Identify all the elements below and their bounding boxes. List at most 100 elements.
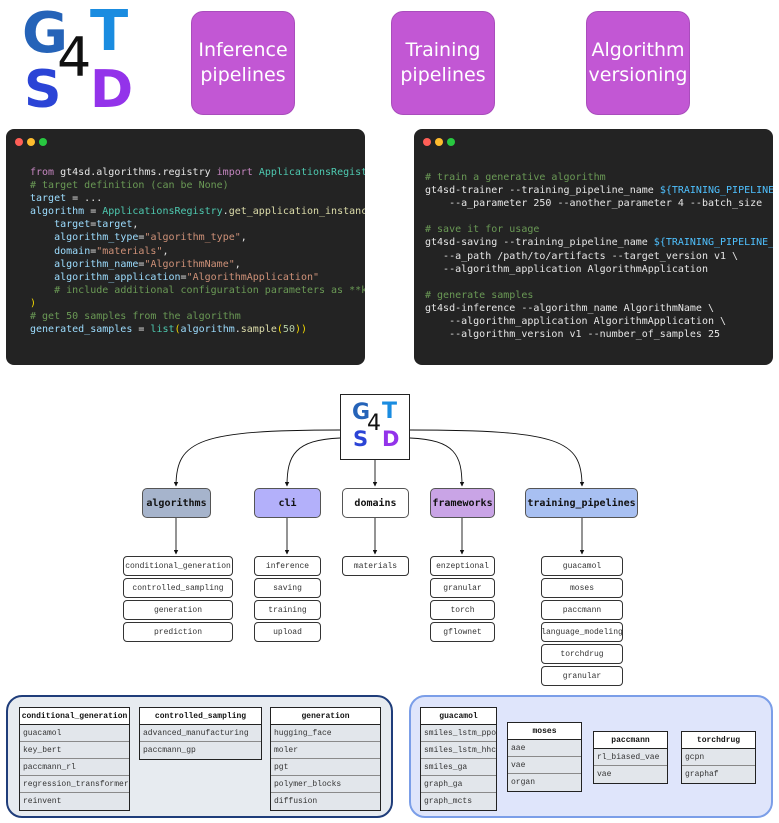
code-token: sample <box>240 324 277 336</box>
leaf-prediction: prediction <box>123 622 233 642</box>
logo-digit-four: 4 <box>57 26 92 89</box>
code-token: = <box>132 324 151 336</box>
code-token: list <box>150 324 175 336</box>
code-token: # get 50 samples from the algorithm <box>30 311 241 323</box>
table-row: graphaf <box>685 770 719 779</box>
code-token: ${TRAINING_PIPELINE_NAME} <box>653 237 773 249</box>
code-token: ) <box>30 297 37 309</box>
leaf-paccmann: paccmann <box>541 600 623 620</box>
table-row: hugging_face <box>271 725 380 742</box>
code-token: # train a generative algorithm <box>425 172 606 183</box>
code-token: 50 <box>282 324 295 336</box>
leaf-inference: inference <box>254 556 321 576</box>
code-token: , <box>162 245 169 257</box>
code-token: "algorithm_type" <box>144 232 241 244</box>
code-token: = <box>138 258 145 270</box>
code-token: # include additional configuration param… <box>54 284 365 296</box>
table-row: moler <box>271 742 380 759</box>
code-token: = <box>90 219 97 231</box>
leaf-conditional-generation: conditional_generation <box>123 556 233 576</box>
close-dot-icon <box>423 138 431 146</box>
leaf-controlled-sampling: controlled_sampling <box>123 578 233 598</box>
code-token: --algorithm_application AlgorithmApplica… <box>425 316 727 328</box>
table-row: rl_biased_vae <box>594 749 667 766</box>
table-row: graph_ga <box>421 776 496 793</box>
minimize-dot-icon <box>435 138 443 146</box>
table-title: conditional_generation <box>20 708 129 725</box>
cli-code-line: gt4sd-saving --training_pipeline_name ${… <box>425 236 773 249</box>
leaf-saving: saving <box>254 578 321 598</box>
cli-code-line: gt4sd-inference --algorithm_name Algorit… <box>425 302 773 315</box>
root-letter-d: D <box>382 427 400 451</box>
python-api-code-window: from gt4sd.algorithms.registry import Ap… <box>6 129 365 365</box>
table-row: smiles_lstm_ppo <box>421 725 496 742</box>
code-token: algorithm <box>180 324 235 336</box>
code-token: get_application_instance <box>228 206 365 218</box>
code-token: = <box>90 245 97 257</box>
python-code-line: algorithm_name="AlgorithmName", <box>30 258 365 271</box>
code-token: from <box>30 167 61 178</box>
code-token: gt4sd.algorithms.registry <box>60 167 217 178</box>
code-token: generated_samples <box>30 324 133 336</box>
code-token: = <box>180 271 187 283</box>
table-row: guacamol <box>20 725 129 742</box>
code-token: gt4sd-trainer --training_pipeline_name <box>425 185 660 197</box>
code-token: # target definition (can be None) <box>30 180 229 192</box>
code-token: algorithm_type <box>54 232 139 244</box>
table-row: paccmann_gp <box>143 746 196 755</box>
code-token: ApplicationsRegistry <box>102 206 223 218</box>
code-token: ( <box>174 324 181 336</box>
code-token: algorithm_name <box>54 258 139 270</box>
leaf-torch: torch <box>430 600 495 620</box>
leaf-guacamol: guacamol <box>541 556 623 576</box>
python-code-line: ) <box>30 297 365 310</box>
code-token: ( <box>276 324 283 336</box>
table-title: controlled_sampling <box>140 708 261 725</box>
code-token: gt4sd-inference --algorithm_name Algorit… <box>425 302 714 314</box>
leaf-torchdrug: torchdrug <box>541 644 623 664</box>
gt4sd-logo: G T 4 S D <box>20 4 140 120</box>
table-title: generation <box>271 708 380 725</box>
code-token: "AlgorithmApplication" <box>186 271 320 283</box>
cli-code-line: --algorithm_application AlgorithmApplica… <box>425 315 773 328</box>
cli-code-line: # save it for usage <box>425 223 773 236</box>
code-token: . <box>222 206 229 218</box>
python-code-line: algorithm_type="algorithm_type", <box>30 231 365 244</box>
leaf-gflownet: gflownet <box>430 622 495 642</box>
feature-training-pipelines: Training pipelines <box>391 11 495 115</box>
feature-algorithm-versioning: Algorithm versioning <box>586 11 690 115</box>
table-generation: generation hugging_face moler pgt polyme… <box>270 707 381 811</box>
code-token: "materials" <box>96 245 163 257</box>
table-conditional-generation: conditional_generation guacamol key_bert… <box>19 707 130 811</box>
leaf-generation: generation <box>123 600 233 620</box>
code-token: domain <box>54 245 91 257</box>
cli-code-line: # train a generative algorithm <box>425 171 773 184</box>
logo-letter-s: S <box>24 60 62 120</box>
python-code-line: # target definition (can be None) <box>30 179 365 192</box>
python-code-line: algorithm = ApplicationsRegistry.get_app… <box>30 205 365 218</box>
python-code-block: from gt4sd.algorithms.registry import Ap… <box>30 166 365 336</box>
table-row: vae <box>508 757 581 774</box>
cli-code-line: # generate samples <box>425 289 773 302</box>
code-token: = <box>84 206 103 218</box>
code-token: "AlgorithmName" <box>144 258 235 270</box>
code-token: # save it for usage <box>425 224 540 236</box>
cli-code-line: --a_parameter 250 --another_parameter 4 … <box>425 197 773 210</box>
python-code-line: algorithm_application="AlgorithmApplicat… <box>30 271 365 284</box>
code-token: , <box>234 258 241 270</box>
leaf-materials: materials <box>342 556 409 576</box>
feature-inference-pipelines: Inference pipelines <box>191 11 295 115</box>
code-token: , <box>240 232 247 244</box>
leaf-upload: upload <box>254 622 321 642</box>
table-row: key_bert <box>20 742 129 759</box>
table-paccmann: paccmann rl_biased_vae vae <box>593 731 668 784</box>
leaf-enzeptional: enzeptional <box>430 556 495 576</box>
code-token: --a_path /path/to/artifacts --target_ver… <box>425 250 739 262</box>
table-title: paccmann <box>594 732 667 749</box>
table-row: organ <box>511 778 536 787</box>
python-code-line: target=target, <box>30 218 365 231</box>
code-token: --algorithm_version v1 --number_of_sampl… <box>425 329 721 341</box>
category-domains: domains <box>342 488 409 518</box>
code-token: # generate samples <box>425 289 534 301</box>
